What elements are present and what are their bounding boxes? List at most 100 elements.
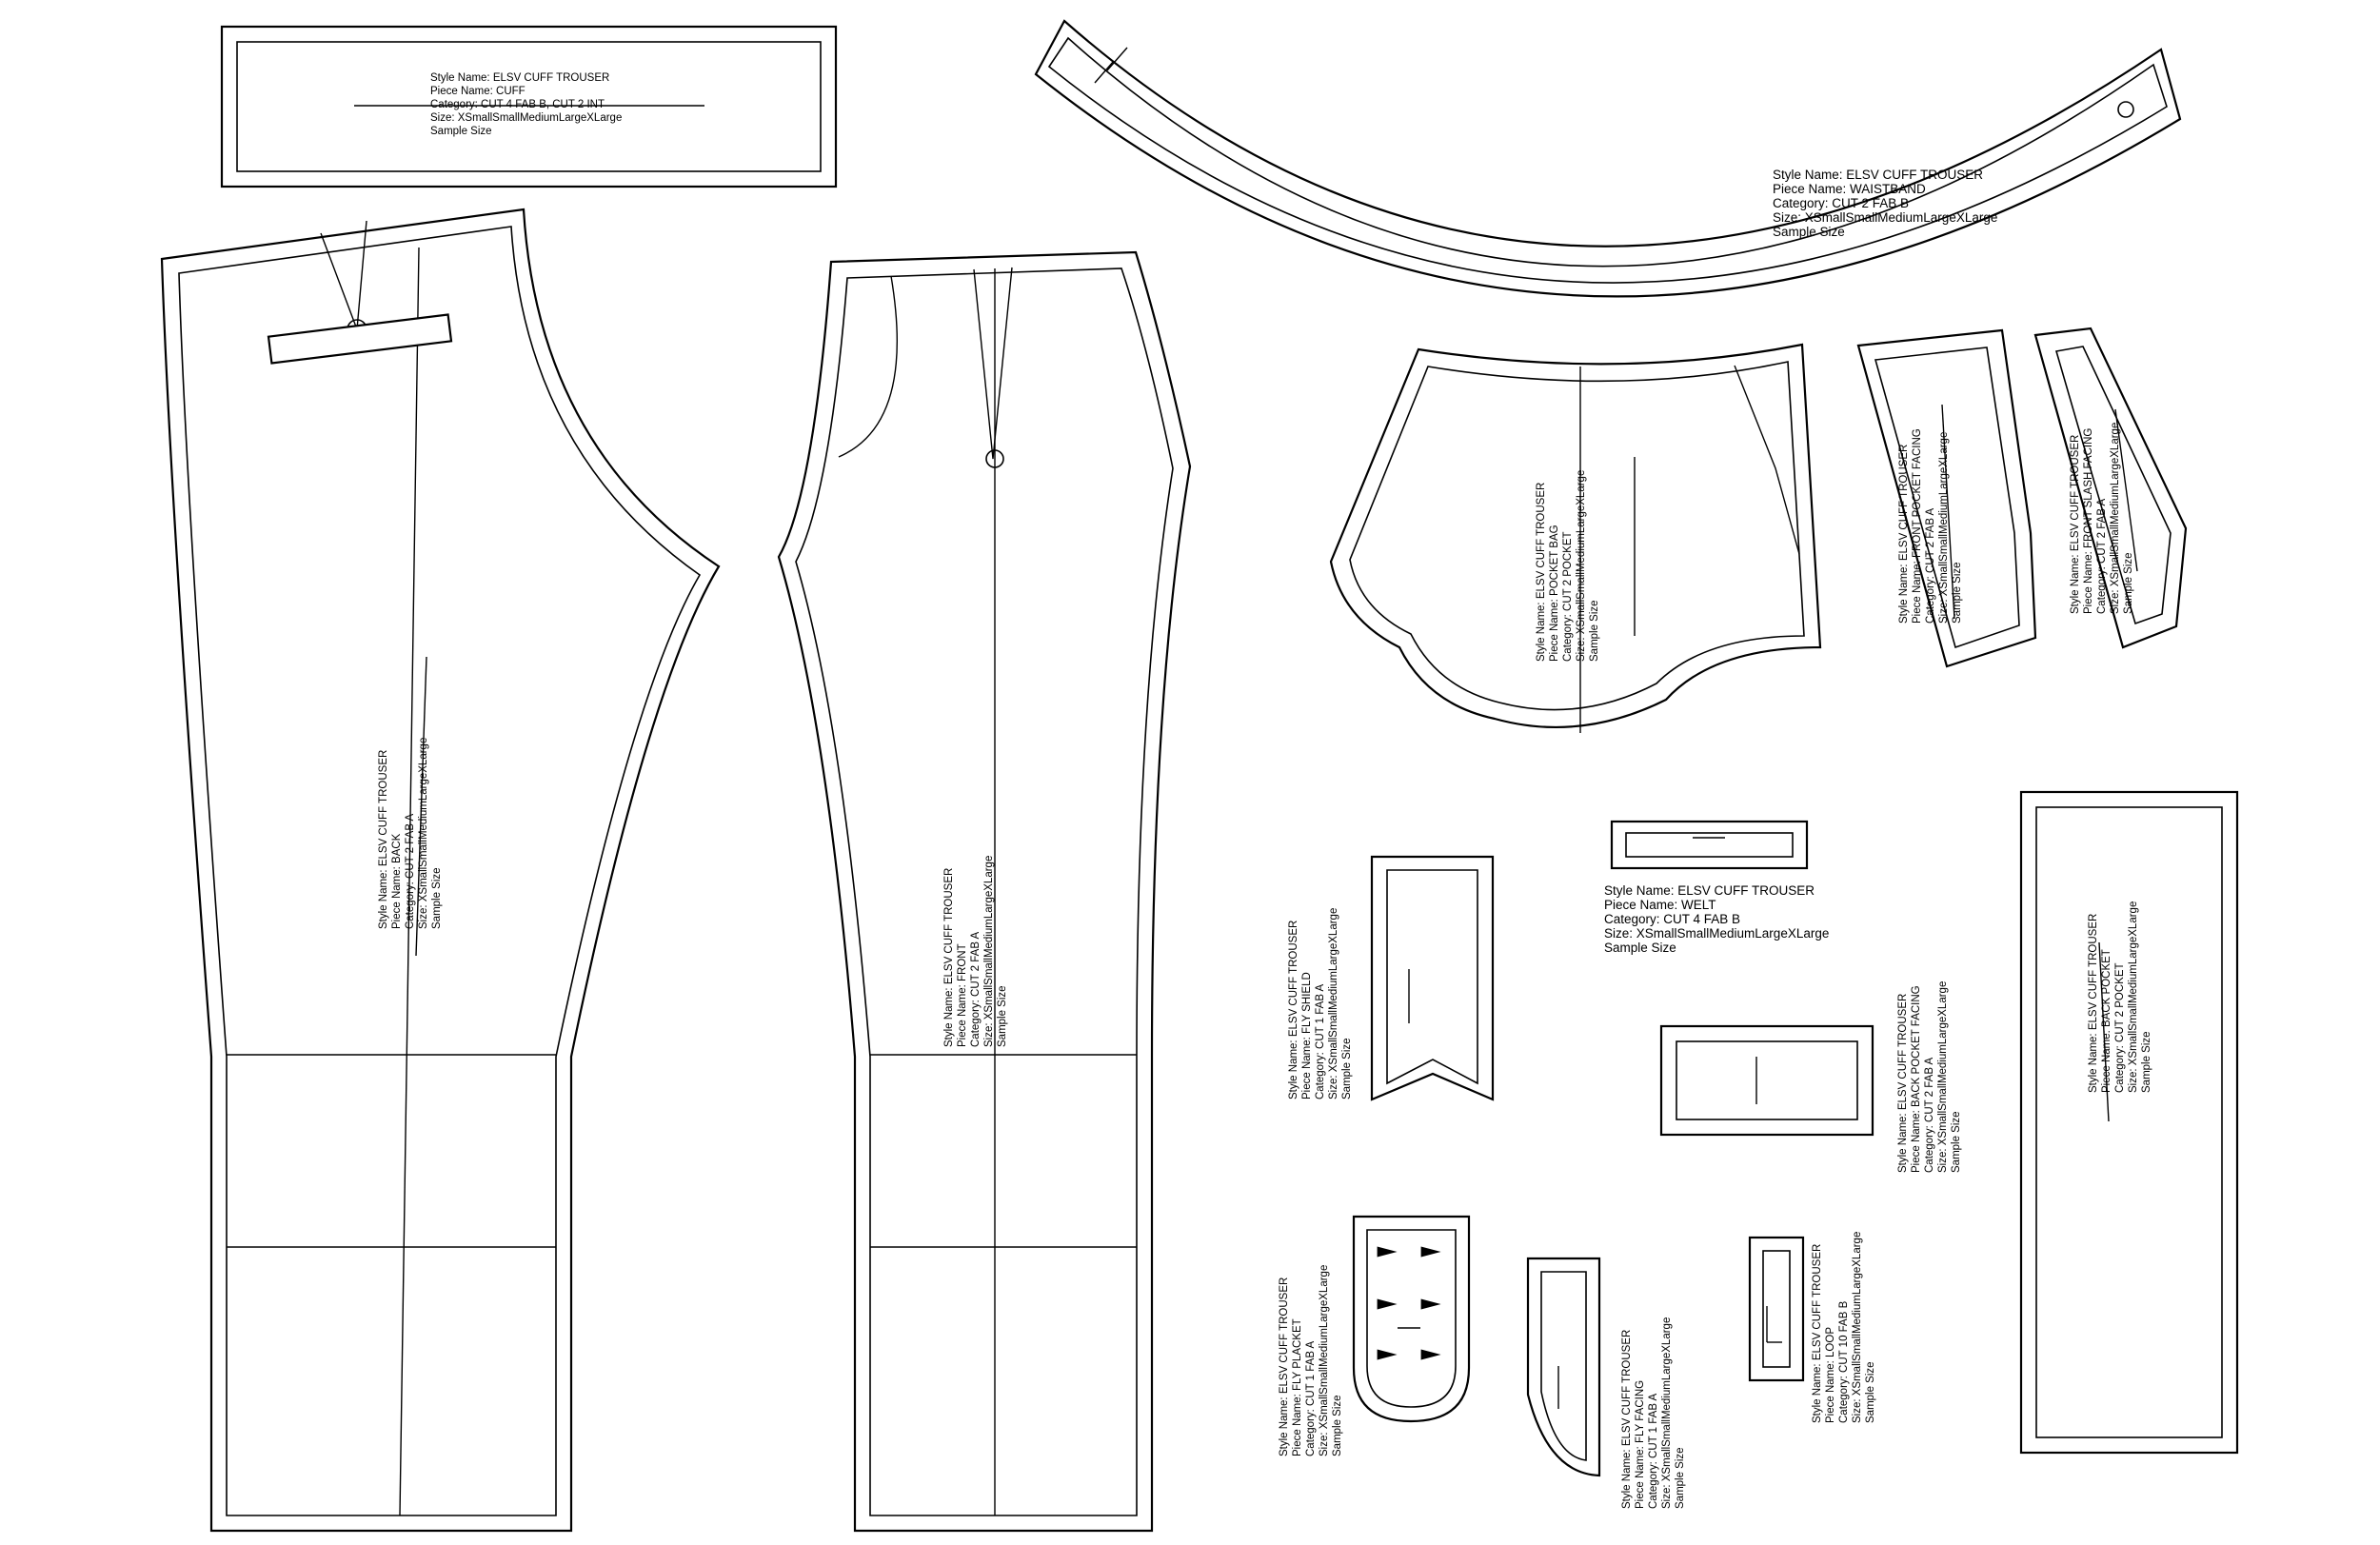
label-front-slash-facing-line-1: Style Name: ELSV CUFF TROUSER	[2070, 435, 2081, 614]
label-fly-facing-line-1: Style Name: ELSV CUFF TROUSER	[1621, 1330, 1633, 1509]
label-back-pocket-line-4: Size: XSmallSmallMediumLargeXLarge	[2128, 901, 2139, 1093]
label-back-line-3: Category: CUT 2 FAB A	[405, 813, 416, 929]
front-slash-facing-seamline	[2054, 346, 2172, 625]
label-fly-placket-line-1: Style Name: ELSV CUFF TROUSER	[1279, 1278, 1290, 1456]
label-cuff-line-1: Style Name: ELSV CUFF TROUSER	[430, 72, 609, 84]
label-front-line-2: Piece Name: FRONT	[957, 943, 968, 1047]
back-cutline	[160, 208, 721, 1533]
fly-placket-buttonhole-4	[1420, 1298, 1441, 1310]
label-back-pocket: Style Name: ELSV CUFF TROUSER Piece Name…	[2088, 901, 2152, 1093]
label-fly-placket-line-2: Piece Name: FLY PLACKET	[1292, 1318, 1303, 1456]
label-front-slash-facing-line-4: Size: XSmallSmallMediumLargeXLarge	[2110, 423, 2121, 614]
label-back: Style Name: ELSV CUFF TROUSER Piece Name…	[378, 738, 443, 929]
label-welt-line-2: Piece Name: WELT	[1604, 898, 1716, 912]
label-front: Style Name: ELSV CUFF TROUSER Piece Name…	[943, 856, 1008, 1047]
label-loop-line-5: Sample Size	[1865, 1361, 1876, 1423]
label-welt-line-5: Sample Size	[1604, 941, 1676, 955]
label-welt-line-1: Style Name: ELSV CUFF TROUSER	[1604, 883, 1815, 898]
back-pocket-cutline	[2019, 790, 2239, 1455]
label-loop: Style Name: ELSV CUFF TROUSER Piece Name…	[1812, 1232, 1876, 1423]
waistband-notch-line-2	[1094, 60, 1115, 84]
label-front-line-5: Sample Size	[997, 985, 1008, 1047]
label-pocket-bag-line-3: Category: CUT 2 POCKET	[1562, 531, 1574, 662]
cuff-cutline	[220, 25, 838, 188]
label-loop-line-1: Style Name: ELSV CUFF TROUSER	[1812, 1244, 1823, 1423]
label-welt-line-4: Size: XSmallSmallMediumLargeXLarge	[1604, 926, 1829, 941]
label-front-pocket-facing-line-1: Style Name: ELSV CUFF TROUSER	[1898, 445, 1910, 624]
waistband-buttonhole-marker	[2117, 101, 2134, 118]
back-grain-arrow	[415, 656, 427, 957]
label-cuff-line-4: Size: XSmallSmallMediumLargeXLarge	[430, 112, 622, 124]
label-back-line-4: Size: XSmallSmallMediumLargeXLarge	[418, 738, 429, 929]
label-cuff-line-2: Piece Name: CUFF	[430, 86, 526, 97]
label-loop-line-4: Size: XSmallSmallMediumLargeXLarge	[1852, 1232, 1863, 1423]
pocket-bag-cutline	[1329, 343, 1822, 729]
label-loop-line-3: Category: CUT 10 FAB B	[1838, 1300, 1850, 1423]
back-seamline	[178, 226, 702, 1516]
pocket-bag-seamline	[1349, 361, 1805, 711]
label-fly-facing-line-4: Size: XSmallSmallMediumLargeXLarge	[1661, 1317, 1673, 1509]
label-back-line-1: Style Name: ELSV CUFF TROUSER	[378, 750, 389, 929]
piece-loop	[1748, 1236, 1805, 1382]
label-fly-facing-line-5: Sample Size	[1675, 1447, 1686, 1509]
label-fly-shield-line-5: Sample Size	[1341, 1038, 1353, 1099]
label-welt-line-3: Category: CUT 4 FAB B	[1604, 912, 1740, 926]
piece-welt	[1610, 820, 1809, 870]
label-fly-placket-line-5: Sample Size	[1332, 1395, 1343, 1456]
fly-placket-buttonhole-6	[1420, 1349, 1441, 1360]
label-front-pocket-facing-line-3: Category: CUT 2 FAB A	[1925, 507, 1936, 624]
piece-front-slash-facing	[2033, 327, 2188, 649]
label-back-pocket-facing-line-2: Piece Name: BACK POCKET FACING	[1911, 985, 1922, 1173]
fly-placket-buttonhole-1	[1377, 1246, 1398, 1258]
label-waistband-line-2: Piece Name: WAISTBAND	[1773, 182, 1926, 196]
label-back-line-5: Sample Size	[431, 867, 443, 929]
label-back-pocket-facing: Style Name: ELSV CUFF TROUSER Piece Name…	[1897, 981, 1962, 1173]
cuff-seamline	[236, 41, 822, 172]
welt-seamline	[1625, 832, 1794, 858]
label-back-pocket-facing-line-1: Style Name: ELSV CUFF TROUSER	[1897, 994, 1909, 1173]
label-front-pocket-facing-line-4: Size: XSmallSmallMediumLargeXLarge	[1938, 432, 1950, 624]
waistband-cutline	[1034, 19, 2182, 298]
label-fly-placket-line-3: Category: CUT 1 FAB A	[1305, 1340, 1317, 1456]
label-pocket-bag-line-1: Style Name: ELSV CUFF TROUSER	[1536, 483, 1547, 662]
label-front-line-1: Style Name: ELSV CUFF TROUSER	[943, 868, 955, 1047]
waistband-seamline	[1047, 36, 2168, 284]
welt-cutline	[1610, 820, 1809, 870]
label-back-pocket-line-5: Sample Size	[2141, 1031, 2152, 1093]
label-pocket-bag: Style Name: ELSV CUFF TROUSER Piece Name…	[1536, 470, 1600, 662]
label-fly-shield-line-2: Piece Name: FLY SHIELD	[1301, 972, 1313, 1099]
label-pocket-bag-line-4: Size: XSmallSmallMediumLargeXLarge	[1576, 470, 1587, 662]
label-loop-line-2: Piece Name: LOOP	[1825, 1327, 1836, 1423]
label-fly-facing-line-3: Category: CUT 1 FAB A	[1648, 1393, 1659, 1509]
piece-front	[777, 250, 1192, 1533]
label-back-pocket-line-1: Style Name: ELSV CUFF TROUSER	[2088, 914, 2099, 1093]
fly-placket-buttonhole-3	[1377, 1298, 1398, 1310]
fly-placket-cutline	[1352, 1215, 1471, 1423]
piece-fly-placket	[1352, 1215, 1471, 1423]
label-cuff-line-3: Category: CUT 4 FAB B, CUT 2 INT	[430, 99, 605, 110]
label-front-pocket-facing-line-5: Sample Size	[1952, 562, 1963, 624]
label-pocket-bag-line-5: Sample Size	[1589, 600, 1600, 662]
label-pocket-bag-line-2: Piece Name: POCKET BAG	[1549, 525, 1560, 662]
loop-cutline	[1748, 1236, 1805, 1382]
label-fly-facing-line-2: Piece Name: FLY FACING	[1635, 1380, 1646, 1509]
label-waistband-line-5: Sample Size	[1773, 225, 1845, 239]
label-back-pocket-facing-line-3: Category: CUT 2 FAB A	[1924, 1057, 1935, 1173]
fly-placket-buttonhole-5	[1377, 1349, 1398, 1360]
label-fly-placket-line-4: Size: XSmallSmallMediumLargeXLarge	[1319, 1265, 1330, 1456]
label-welt: Style Name: ELSV CUFF TROUSER Piece Name…	[1604, 883, 1829, 955]
label-waistband-line-4: Size: XSmallSmallMediumLargeXLarge	[1773, 210, 1997, 225]
label-front-pocket-facing-line-2: Piece Name: FRONT POCKET FACING	[1912, 428, 1923, 624]
label-front-line-4: Size: XSmallSmallMediumLargeXLarge	[983, 856, 995, 1047]
piece-pocket-bag	[1329, 343, 1822, 733]
waistband-notch-line-1	[1106, 47, 1128, 71]
front-pocket-opening	[838, 275, 899, 458]
fly-facing-seamline	[1540, 1271, 1587, 1461]
piece-fly-facing	[1526, 1257, 1601, 1477]
fly-shield-seamline	[1386, 869, 1478, 1085]
fly-shield-cutline	[1370, 855, 1495, 1101]
back-pocket-seamline	[2035, 806, 2223, 1438]
label-back-pocket-line-2: Piece Name: BACK POCKET	[2101, 949, 2112, 1093]
